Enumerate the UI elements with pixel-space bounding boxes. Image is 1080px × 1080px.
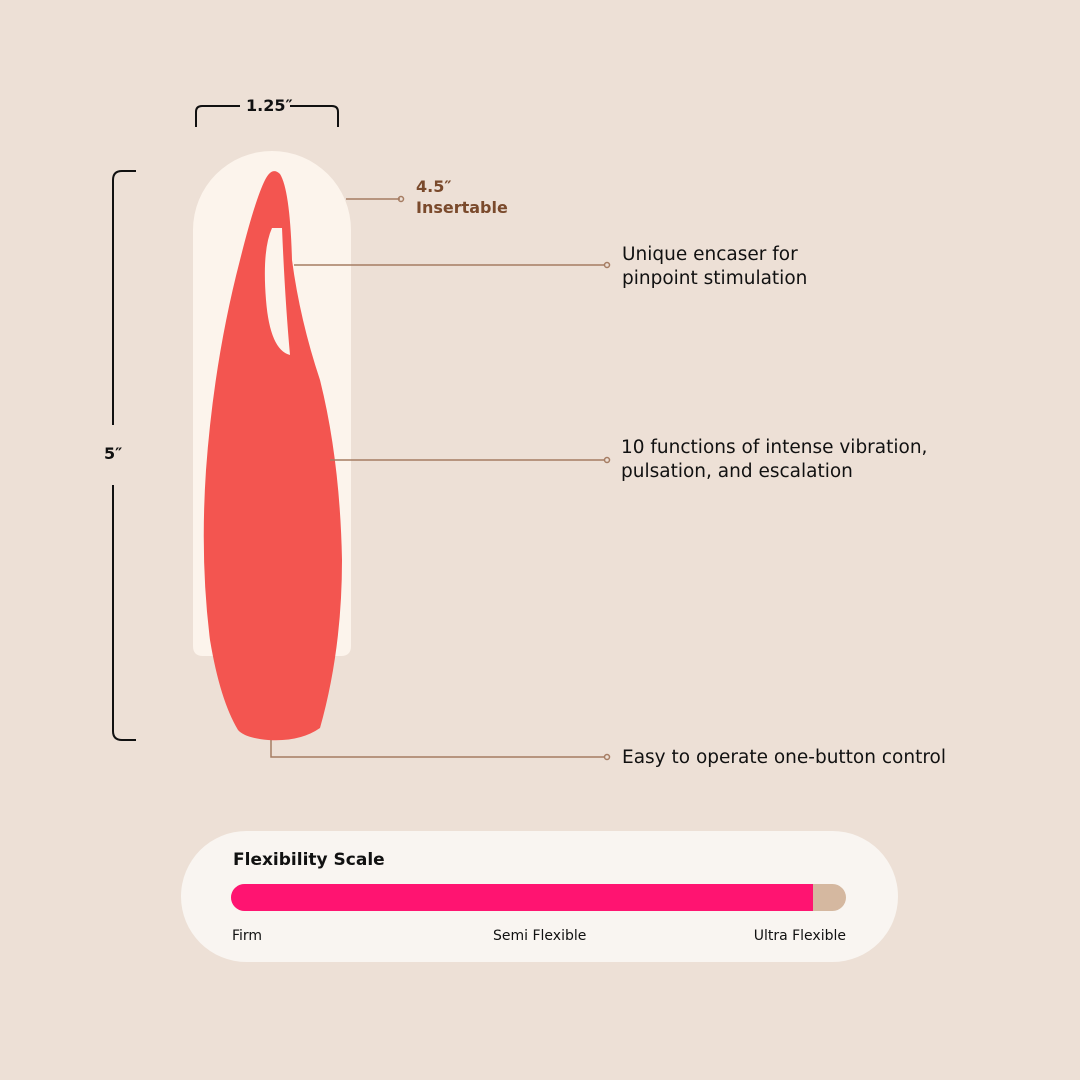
flexibility-fill bbox=[231, 884, 813, 911]
flexibility-bar bbox=[231, 884, 846, 911]
feature-text: pulsation, and escalation bbox=[621, 461, 853, 482]
encaser-loop bbox=[264, 228, 290, 355]
height-bracket bbox=[112, 170, 136, 741]
feature-text: 10 functions of intense vibration, bbox=[621, 437, 928, 458]
insertable-callout: 4.5″ Insertable bbox=[416, 176, 508, 218]
feature-text: Unique encaser for bbox=[622, 244, 798, 265]
feature-functions: 10 functions of intense vibration, pulsa… bbox=[621, 436, 927, 484]
width-label: 1.25″ bbox=[246, 96, 293, 115]
feature-text: Easy to operate one-button control bbox=[622, 747, 946, 768]
scale-label-firm: Firm bbox=[232, 928, 263, 944]
feature-text: pinpoint stimulation bbox=[622, 268, 808, 289]
scale-label-semi: Semi Flexible bbox=[493, 928, 587, 944]
scale-label-ultra: Ultra Flexible bbox=[753, 928, 846, 944]
insertable-label: Insertable bbox=[416, 198, 508, 217]
insertable-length: 4.5″ bbox=[416, 177, 452, 196]
width-bracket bbox=[195, 105, 339, 127]
feature-encaser: Unique encaser for pinpoint stimulation bbox=[622, 243, 807, 291]
height-label: 5″ bbox=[104, 444, 123, 463]
flexibility-title: Flexibility Scale bbox=[233, 850, 385, 870]
product-image bbox=[203, 171, 342, 741]
feature-button: Easy to operate one-button control bbox=[622, 746, 946, 770]
